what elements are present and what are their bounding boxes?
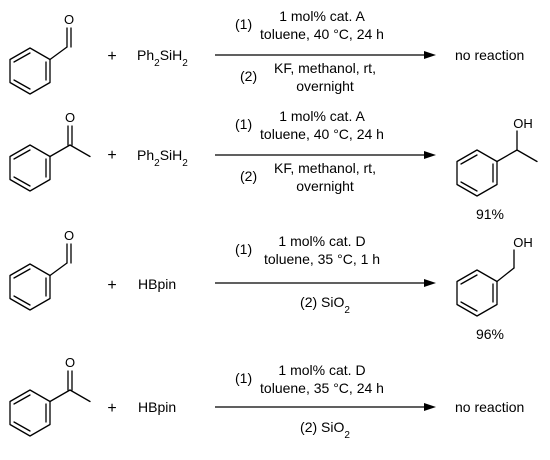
- step-2-conditions-cont: overnight: [296, 178, 354, 194]
- reagent-diphenylsilane: Ph2SiH2: [137, 147, 188, 169]
- reaction-2: O + Ph2SiH2 (1) 1 mol% cat. A toluene, 4…: [9, 108, 538, 222]
- plus-sign: +: [107, 277, 116, 294]
- step-2-label: (2): [240, 68, 257, 84]
- arrow-head: [424, 151, 436, 159]
- step-2-conditions-cont: overnight: [296, 78, 354, 94]
- yield-label: 91%: [476, 206, 504, 222]
- plus-sign: +: [107, 48, 116, 65]
- catalyst-loading: 1 mol% cat. D: [278, 233, 365, 249]
- step-2-conditions: (2) SiO2: [300, 294, 350, 316]
- step-1-conditions: toluene, 40 °C, 24 h: [260, 126, 384, 142]
- step-1-conditions: toluene, 35 °C, 1 h: [264, 251, 380, 267]
- acetophenone-structure: O: [9, 355, 91, 437]
- acetophenone-structure: O: [9, 110, 91, 192]
- reagent-pinacolborane: HBpin: [138, 399, 176, 415]
- hydroxyl-label: OH: [513, 235, 533, 250]
- reaction-1: O + Ph2SiH2 (1) 1 mol% cat. A toluene, 4…: [9, 8, 524, 95]
- arrow-head: [424, 403, 436, 411]
- step-1-label: (1): [235, 16, 252, 32]
- step-1-label: (1): [235, 116, 252, 132]
- step-2-conditions: KF, methanol, rt,: [274, 160, 376, 176]
- benzyl-alcohol-structure: OH: [456, 235, 533, 317]
- oxygen-atom-label: O: [65, 355, 75, 370]
- oxygen-atom-label: O: [64, 12, 74, 27]
- step-2-conditions: (2) SiO2: [300, 419, 350, 441]
- step-2-conditions: KF, methanol, rt,: [274, 60, 376, 76]
- reagent-pinacolborane: HBpin: [138, 276, 176, 292]
- step-1-label: (1): [235, 370, 252, 386]
- catalyst-loading: 1 mol% cat. A: [279, 108, 365, 124]
- plus-sign: +: [107, 400, 116, 417]
- oxygen-atom-label: O: [65, 110, 75, 125]
- benzaldehyde-structure: O: [9, 228, 74, 311]
- benzaldehyde-structure: O: [9, 12, 74, 95]
- arrow-head: [424, 51, 436, 59]
- catalyst-loading: 1 mol% cat. D: [278, 362, 365, 378]
- arrow-head: [424, 279, 436, 287]
- reaction-4: O + HBpin (1) 1 mol% cat. D toluene, 35 …: [9, 355, 524, 441]
- reaction-3: O + HBpin (1) 1 mol% cat. D toluene, 35 …: [9, 228, 533, 342]
- hydroxyl-label: OH: [513, 116, 533, 131]
- catalyst-loading: 1 mol% cat. A: [279, 8, 365, 24]
- reagent-diphenylsilane: Ph2SiH2: [137, 47, 188, 69]
- plus-sign: +: [107, 147, 116, 164]
- yield-label: 96%: [476, 326, 504, 342]
- step-1-label: (1): [235, 241, 252, 257]
- oxygen-atom-label: O: [64, 228, 74, 243]
- step-2-label: (2): [240, 168, 257, 184]
- step-1-conditions: toluene, 35 °C, 24 h: [260, 380, 384, 396]
- result-no-reaction: no reaction: [455, 399, 524, 415]
- 1-phenylethanol-structure: OH: [456, 116, 538, 197]
- step-1-conditions: toluene, 40 °C, 24 h: [260, 26, 384, 42]
- result-no-reaction: no reaction: [455, 47, 524, 63]
